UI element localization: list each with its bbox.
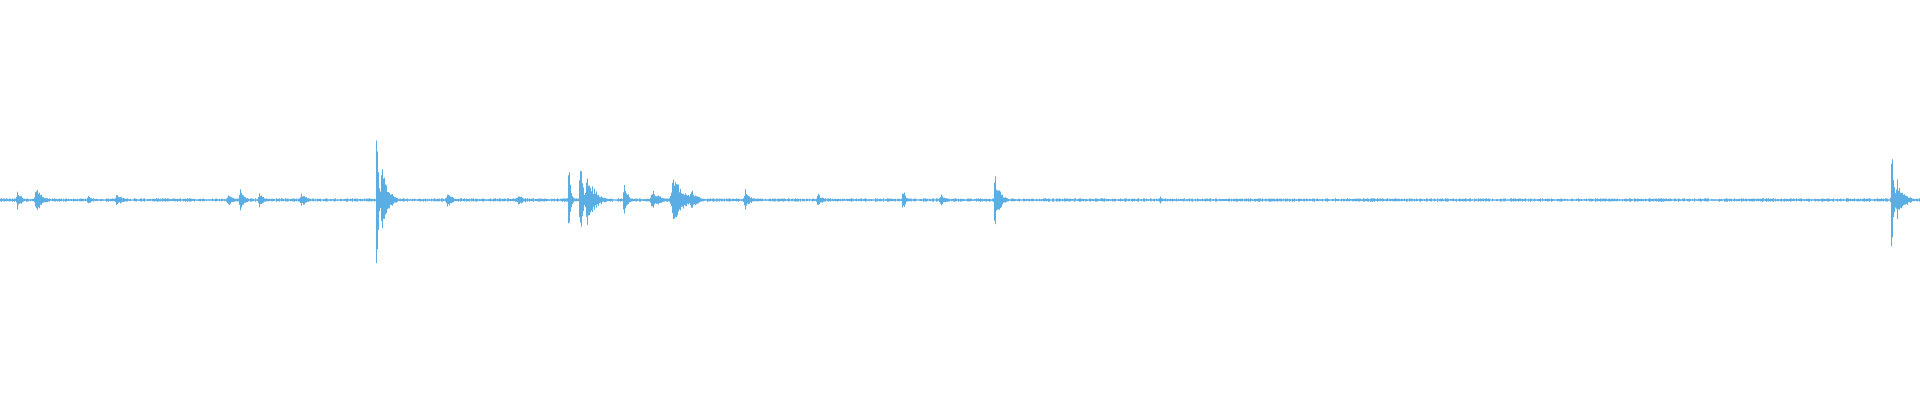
waveform-sample-path [0,140,1920,264]
waveform-samples [0,140,1920,264]
